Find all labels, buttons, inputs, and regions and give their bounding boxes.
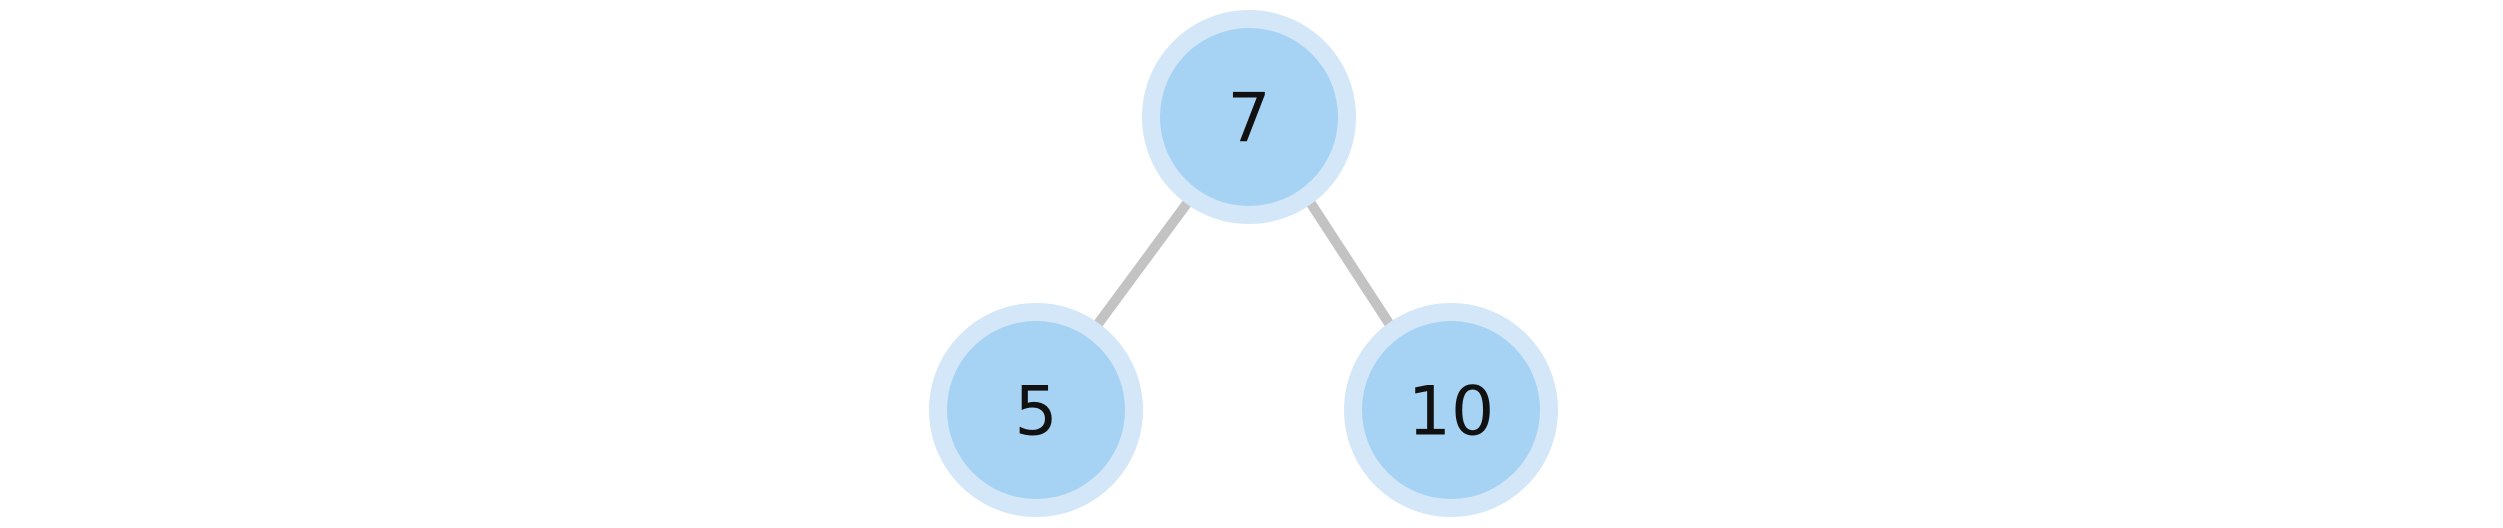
node-label-right: 10 (1408, 373, 1495, 452)
node-circle (947, 321, 1125, 499)
edge-root-to-right (1305, 199, 1397, 331)
tree-node-right: 10 (1344, 303, 1558, 517)
tree-edges (1090, 199, 1397, 331)
tree-node-root: 7 (1142, 10, 1356, 224)
tree-node-left: 5 (929, 303, 1143, 517)
node-circle (1362, 321, 1540, 499)
node-label-root: 7 (1227, 80, 1270, 159)
node-circle (1160, 28, 1338, 206)
tree-nodes: 7 5 10 (929, 10, 1558, 517)
edge-root-to-left (1090, 199, 1193, 331)
node-label-left: 5 (1014, 373, 1057, 452)
